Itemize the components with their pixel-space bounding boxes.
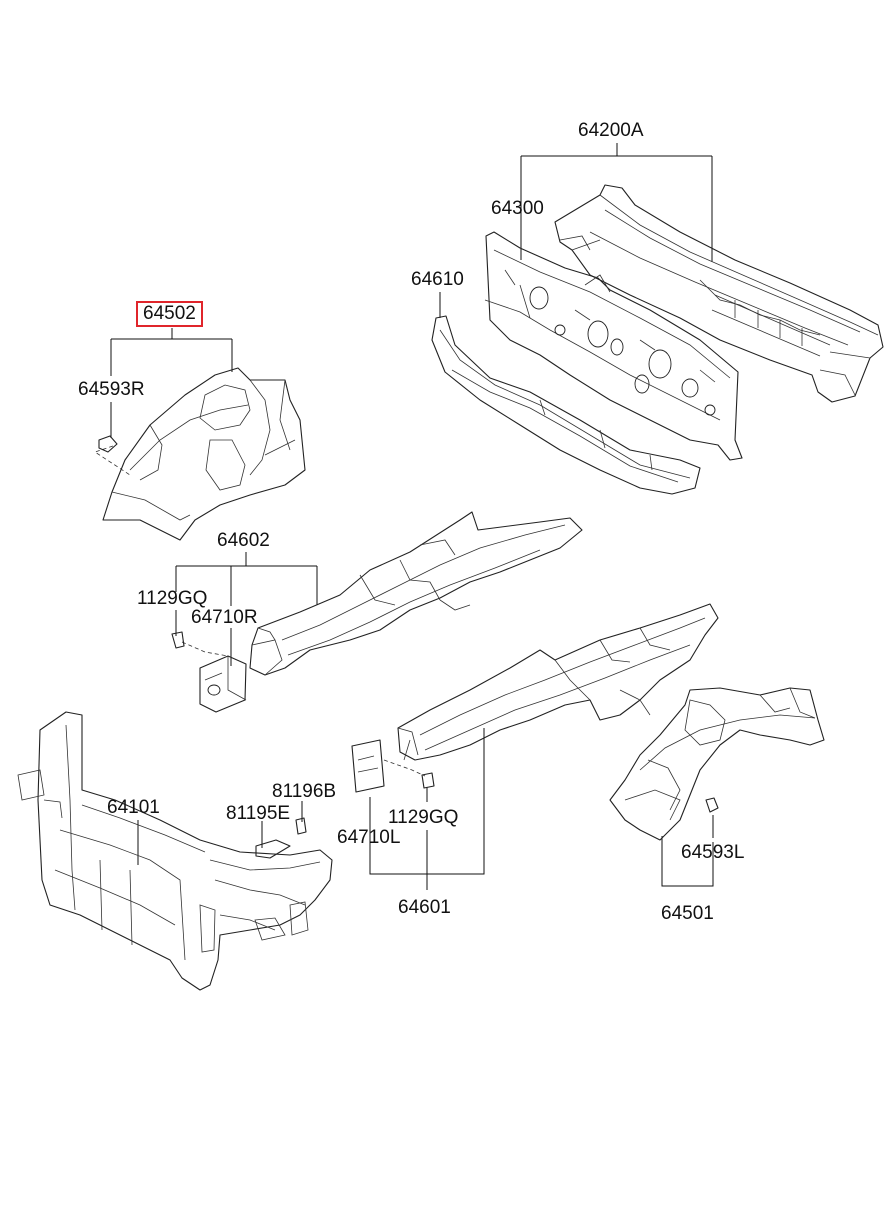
wheel-house-64501 [609, 687, 825, 841]
cowl-panel-64200A [554, 184, 884, 403]
cross-member-64610 [431, 315, 701, 495]
part-label-81196B: 81196B [272, 781, 337, 802]
part-label-64200A: 64200A [578, 120, 644, 141]
side-member-64601 [351, 603, 719, 793]
radiator-support-64101 [17, 711, 333, 991]
part-label-64300: 64300 [491, 198, 544, 219]
part-label-64101: 64101 [107, 797, 160, 818]
part-label-64593L: 64593L [681, 842, 745, 863]
part-label-64710R: 64710R [191, 607, 258, 628]
leader-lines [110, 143, 714, 890]
part-label-64601: 64601 [398, 897, 451, 918]
part-label-81195E: 81195E [226, 803, 291, 824]
part-label-64593R: 64593R [78, 379, 145, 400]
part-label-64502-highlighted[interactable]: 64502 [136, 301, 203, 327]
part-label-64602: 64602 [217, 530, 270, 551]
part-label-1129GQ-bottom: 1129GQ [388, 807, 459, 828]
dash-panel-64300 [484, 231, 743, 461]
part-label-64610: 64610 [411, 269, 464, 290]
part-label-1129GQ-top: 1129GQ [137, 588, 208, 609]
wheel-house-64502 [94, 367, 306, 541]
part-label-64710L: 64710L [337, 827, 401, 848]
part-label-64501: 64501 [661, 903, 714, 924]
side-member-64602 [171, 511, 583, 713]
